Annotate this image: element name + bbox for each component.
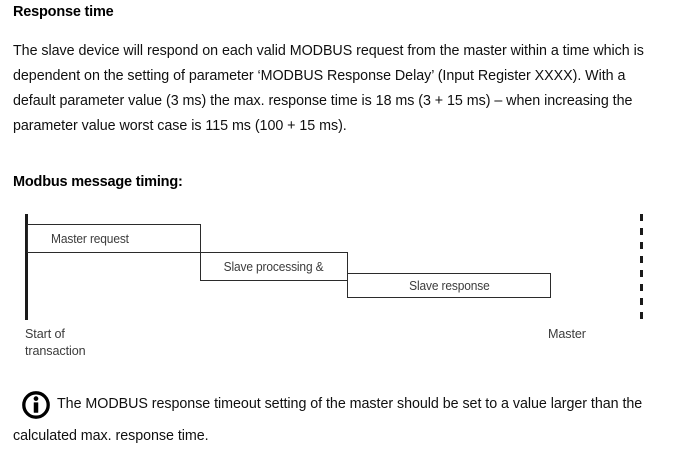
diagram-label-start-of-transaction: Start of transaction <box>25 326 86 360</box>
timing-box-master-request-label: Master request <box>51 231 129 246</box>
modbus-timing-diagram: Master request Slave processing & Slave … <box>0 200 681 365</box>
note-text: The MODBUS response timeout setting of t… <box>13 396 643 444</box>
timing-box-slave-processing-label: Slave processing & <box>224 259 324 274</box>
diagram-label-master: Master <box>548 327 586 341</box>
timing-box-master-request: Master request <box>27 224 201 253</box>
section-heading-modbus-timing: Modbus message timing: <box>13 174 183 190</box>
page-title: Response time <box>13 4 114 20</box>
note-block: The MODBUS response timeout setting of t… <box>13 388 668 452</box>
master-timeline-dashed-line <box>640 214 643 320</box>
info-icon <box>22 391 50 419</box>
start-of-transaction-line2: transaction <box>25 344 86 358</box>
start-of-transaction-line1: Start of <box>25 327 65 341</box>
timing-box-slave-response-label: Slave response <box>408 278 490 293</box>
timing-box-slave-response: Slave response <box>347 273 551 298</box>
timing-box-slave-processing: Slave processing & <box>200 252 348 281</box>
transaction-start-axis-line <box>25 214 28 320</box>
response-time-paragraph: The slave device will respond on each va… <box>13 43 644 134</box>
